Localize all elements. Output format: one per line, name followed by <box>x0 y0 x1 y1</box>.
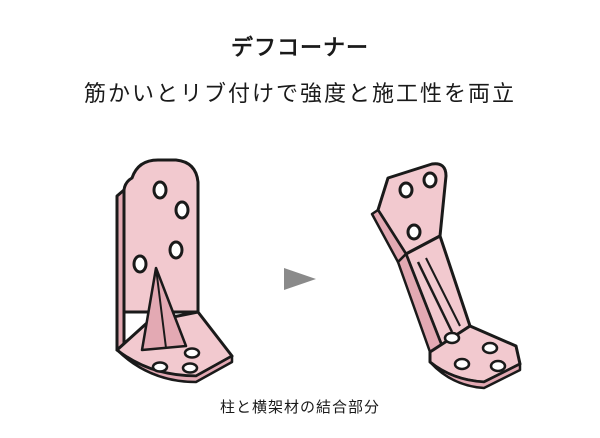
left-bracket-illustration <box>115 158 234 384</box>
right-bracket-illustration <box>370 162 522 390</box>
page-subtitle: 筋かいとリブ付けで強度と施工性を両立 <box>83 82 516 107</box>
figure-caption: 柱と横架材の結合部分 <box>219 398 380 416</box>
right-triangle-arrow-icon <box>284 268 316 290</box>
bracket-comparison-figure <box>0 150 600 390</box>
bracket-illustration <box>115 158 522 390</box>
page-title: デフコーナー <box>230 36 369 61</box>
